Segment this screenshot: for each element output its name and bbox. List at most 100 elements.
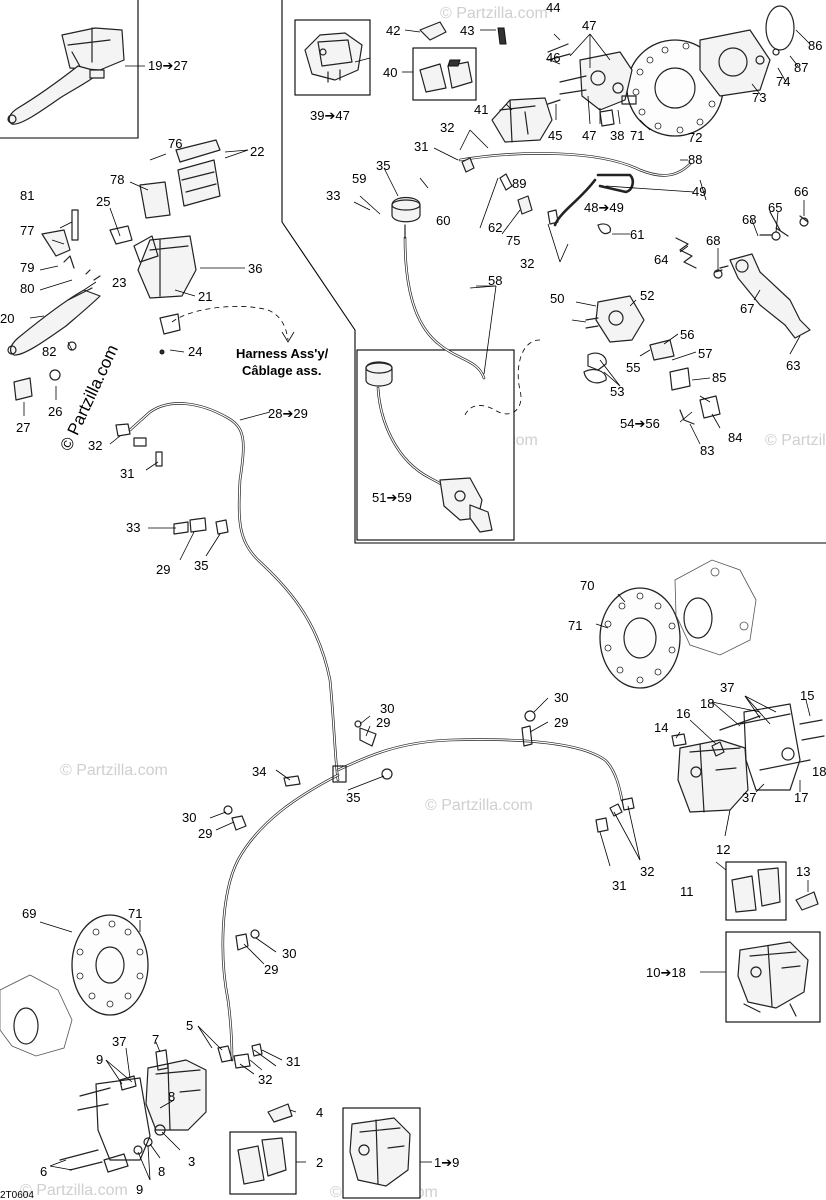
label-29: 29 — [554, 715, 568, 730]
front-brake-lines — [115, 402, 635, 1069]
front-right-pad-spring — [795, 891, 819, 911]
label-32: 32 — [640, 864, 654, 879]
label-30: 30 — [554, 690, 568, 705]
label-82: 82 — [42, 344, 56, 359]
master-cylinder-inset-drawing — [365, 361, 493, 533]
label-9: 9 — [136, 1182, 143, 1197]
label-37: 37 — [742, 790, 756, 805]
label-12: 12 — [716, 842, 730, 857]
watermark-main: © Partzilla.com — [56, 342, 122, 454]
label-40: 40 — [383, 65, 397, 80]
label-61: 61 — [630, 227, 644, 242]
label-29: 29 — [156, 562, 170, 577]
label-28-29: 28➔29 — [268, 406, 308, 421]
label-16: 16 — [676, 706, 690, 721]
label-9: 9 — [96, 1052, 103, 1067]
label-15: 15 — [800, 688, 814, 703]
label-68: 68 — [742, 212, 756, 227]
label-29: 29 — [264, 962, 278, 977]
label-31: 31 — [120, 466, 134, 481]
label-18: 18 — [812, 764, 826, 779]
label-48-49: 48➔49 — [584, 200, 624, 215]
brake-pedal — [675, 211, 811, 339]
watermark-faint: © Partzilla.com — [765, 432, 826, 449]
label-21: 21 — [198, 289, 212, 304]
label-45: 45 — [548, 128, 562, 143]
label-35: 35 — [376, 158, 390, 173]
label-30: 30 — [182, 810, 196, 825]
label-73: 73 — [752, 90, 766, 105]
front-left-caliper-inset-drawing — [349, 1117, 411, 1187]
label-32: 32 — [88, 438, 102, 453]
label-80: 80 — [20, 281, 34, 296]
front-right-pads-inset-drawing — [731, 867, 781, 913]
watermark-faint: © Partzilla.com — [440, 5, 548, 22]
label-33: 33 — [326, 188, 340, 203]
label-24: 24 — [188, 344, 202, 359]
label-31: 31 — [414, 139, 428, 154]
front-master-cylinder — [7, 139, 221, 401]
label-2: 2 — [316, 1155, 323, 1170]
label-37: 37 — [720, 680, 734, 695]
label-71: 71 — [630, 128, 644, 143]
label-75: 75 — [506, 233, 520, 248]
label-17: 17 — [794, 790, 808, 805]
label-8: 8 — [168, 1089, 175, 1104]
label-27: 27 — [16, 420, 30, 435]
label-66: 66 — [794, 184, 808, 199]
foot-brake-frame — [281, 0, 826, 544]
label-81: 81 — [20, 188, 34, 203]
rear-brake-lines — [391, 152, 692, 380]
label-5: 5 — [186, 1018, 193, 1033]
label-74: 74 — [776, 74, 790, 89]
label-76: 76 — [168, 136, 182, 151]
label-37: 37 — [112, 1034, 126, 1049]
label-26: 26 — [48, 404, 62, 419]
label-1-9: 1➔9 — [434, 1155, 459, 1170]
label-89: 89 — [512, 176, 526, 191]
label-13: 13 — [796, 864, 810, 879]
label-54-56: 54➔56 — [620, 416, 660, 431]
label-58: 58 — [488, 273, 502, 288]
label-30: 30 — [282, 946, 296, 961]
label-85: 85 — [712, 370, 726, 385]
label-67: 67 — [740, 301, 754, 316]
front-left-knuckle — [0, 974, 73, 1057]
label-72: 72 — [688, 130, 702, 145]
watermark-faint: © Partzilla.com — [20, 1182, 128, 1199]
label-7: 7 — [152, 1032, 159, 1047]
label-19-27: 19➔27 — [148, 58, 188, 73]
label-77: 77 — [20, 223, 34, 238]
label-56: 56 — [680, 327, 694, 342]
label-59: 59 — [352, 171, 366, 186]
label-78: 78 — [110, 172, 124, 187]
label-46: 46 — [546, 50, 560, 65]
label-63: 63 — [786, 358, 800, 373]
front-right-disc — [599, 587, 681, 689]
label-41: 41 — [474, 102, 488, 117]
label-49: 49 — [692, 184, 706, 199]
reference-code: 2T0604 — [0, 1190, 34, 1200]
label-35: 35 — [194, 558, 208, 573]
label-36: 36 — [248, 261, 262, 276]
front-right-knuckle — [674, 559, 757, 656]
harness-note-line1: Harness Ass'y/ — [236, 346, 329, 361]
rear-master-cylinder — [583, 295, 721, 425]
label-10-18: 10➔18 — [646, 965, 686, 980]
label-55: 55 — [626, 360, 640, 375]
label-33: 33 — [126, 520, 140, 535]
label-62: 62 — [488, 220, 502, 235]
label-44: 44 — [546, 0, 560, 15]
label-71: 71 — [568, 618, 582, 633]
watermark-faint: © Partzilla.com — [425, 797, 533, 814]
front-left-pad-spring — [267, 1103, 293, 1123]
harness-route-dashed — [171, 306, 289, 341]
front-right-caliper — [671, 703, 825, 813]
label-38: 38 — [610, 128, 624, 143]
harness-note-line2: Câblage ass. — [242, 363, 322, 378]
label-4: 4 — [316, 1105, 323, 1120]
rear-hub — [699, 5, 795, 97]
label-69: 69 — [22, 906, 36, 921]
label-88: 88 — [688, 152, 702, 167]
